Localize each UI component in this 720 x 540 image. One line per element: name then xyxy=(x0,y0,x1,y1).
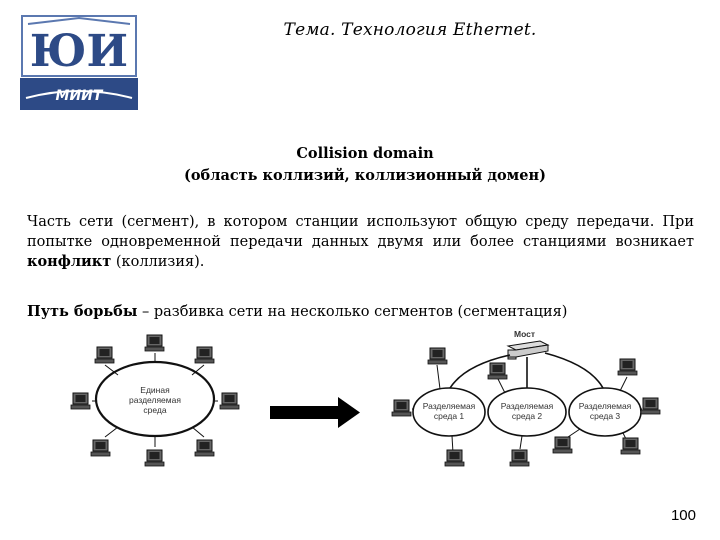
logo-letters: ЮИ xyxy=(30,26,128,77)
computer-icon xyxy=(487,362,508,380)
segment-3-label-2: среда 3 xyxy=(590,411,621,421)
computer-icon xyxy=(90,439,111,457)
segment-2-label-1: Разделяемая xyxy=(501,401,554,411)
right-arrow-icon xyxy=(270,397,360,428)
miit-logo: ЮИ МИИТ xyxy=(20,14,138,110)
segment-1-label-2: среда 1 xyxy=(434,411,465,421)
slide-title: Тема. Технология Ethernet. xyxy=(283,20,537,40)
computer-icon xyxy=(552,436,573,454)
page-number: 100 xyxy=(670,507,696,524)
segment-2-label-2: среда 2 xyxy=(512,411,543,421)
heading-line-2: (область коллизий, коллизионный домен) xyxy=(184,167,546,184)
single-domain-network: Единая разделяемая среда xyxy=(70,334,240,467)
solution-line: Путь борьбы – разбивка сети на несколько… xyxy=(27,302,694,322)
computer-icon xyxy=(144,334,165,352)
computer-icon xyxy=(509,449,530,467)
computer-icon xyxy=(144,449,165,467)
computer-icon xyxy=(391,399,412,417)
bridge: Мост xyxy=(506,329,550,360)
single-domain-label-3: среда xyxy=(143,405,166,415)
bridge-label: Мост xyxy=(514,329,535,339)
computer-icon xyxy=(194,346,215,364)
single-domain-label-1: Единая xyxy=(140,385,170,395)
computer-icon xyxy=(617,358,638,376)
segmented-network: Мост Разделяемая среда 1 Разделяемая сре… xyxy=(391,329,661,467)
computer-icon xyxy=(640,397,661,415)
computer-icon xyxy=(219,392,240,410)
computer-icon xyxy=(94,346,115,364)
computer-icon xyxy=(194,439,215,457)
segment-3-label-1: Разделяемая xyxy=(579,401,632,411)
computer-icon xyxy=(444,449,465,467)
paragraph-text-2: (коллизия). xyxy=(111,254,205,270)
solution-bold: Путь борьбы xyxy=(27,303,138,320)
computer-icon xyxy=(620,437,641,455)
computer-icon xyxy=(427,347,448,365)
segment-1-label-1: Разделяемая xyxy=(423,401,476,411)
paragraph-text-1: Часть сети (сегмент), в котором станции … xyxy=(27,214,694,250)
slide-heading: Collision domain (область коллизий, колл… xyxy=(150,143,580,187)
definition-paragraph: Часть сети (сегмент), в котором станции … xyxy=(27,212,694,272)
segmentation-diagram: Единая разделяемая среда xyxy=(70,329,661,467)
computer-icon xyxy=(70,392,91,410)
heading-line-1: Collision domain xyxy=(296,145,434,162)
single-domain-label-2: разделяемая xyxy=(129,395,181,405)
logo-brand: МИИТ xyxy=(56,88,104,104)
paragraph-bold-term: конфликт xyxy=(27,253,112,270)
solution-text: – разбивка сети на несколько сегментов (… xyxy=(137,304,568,320)
